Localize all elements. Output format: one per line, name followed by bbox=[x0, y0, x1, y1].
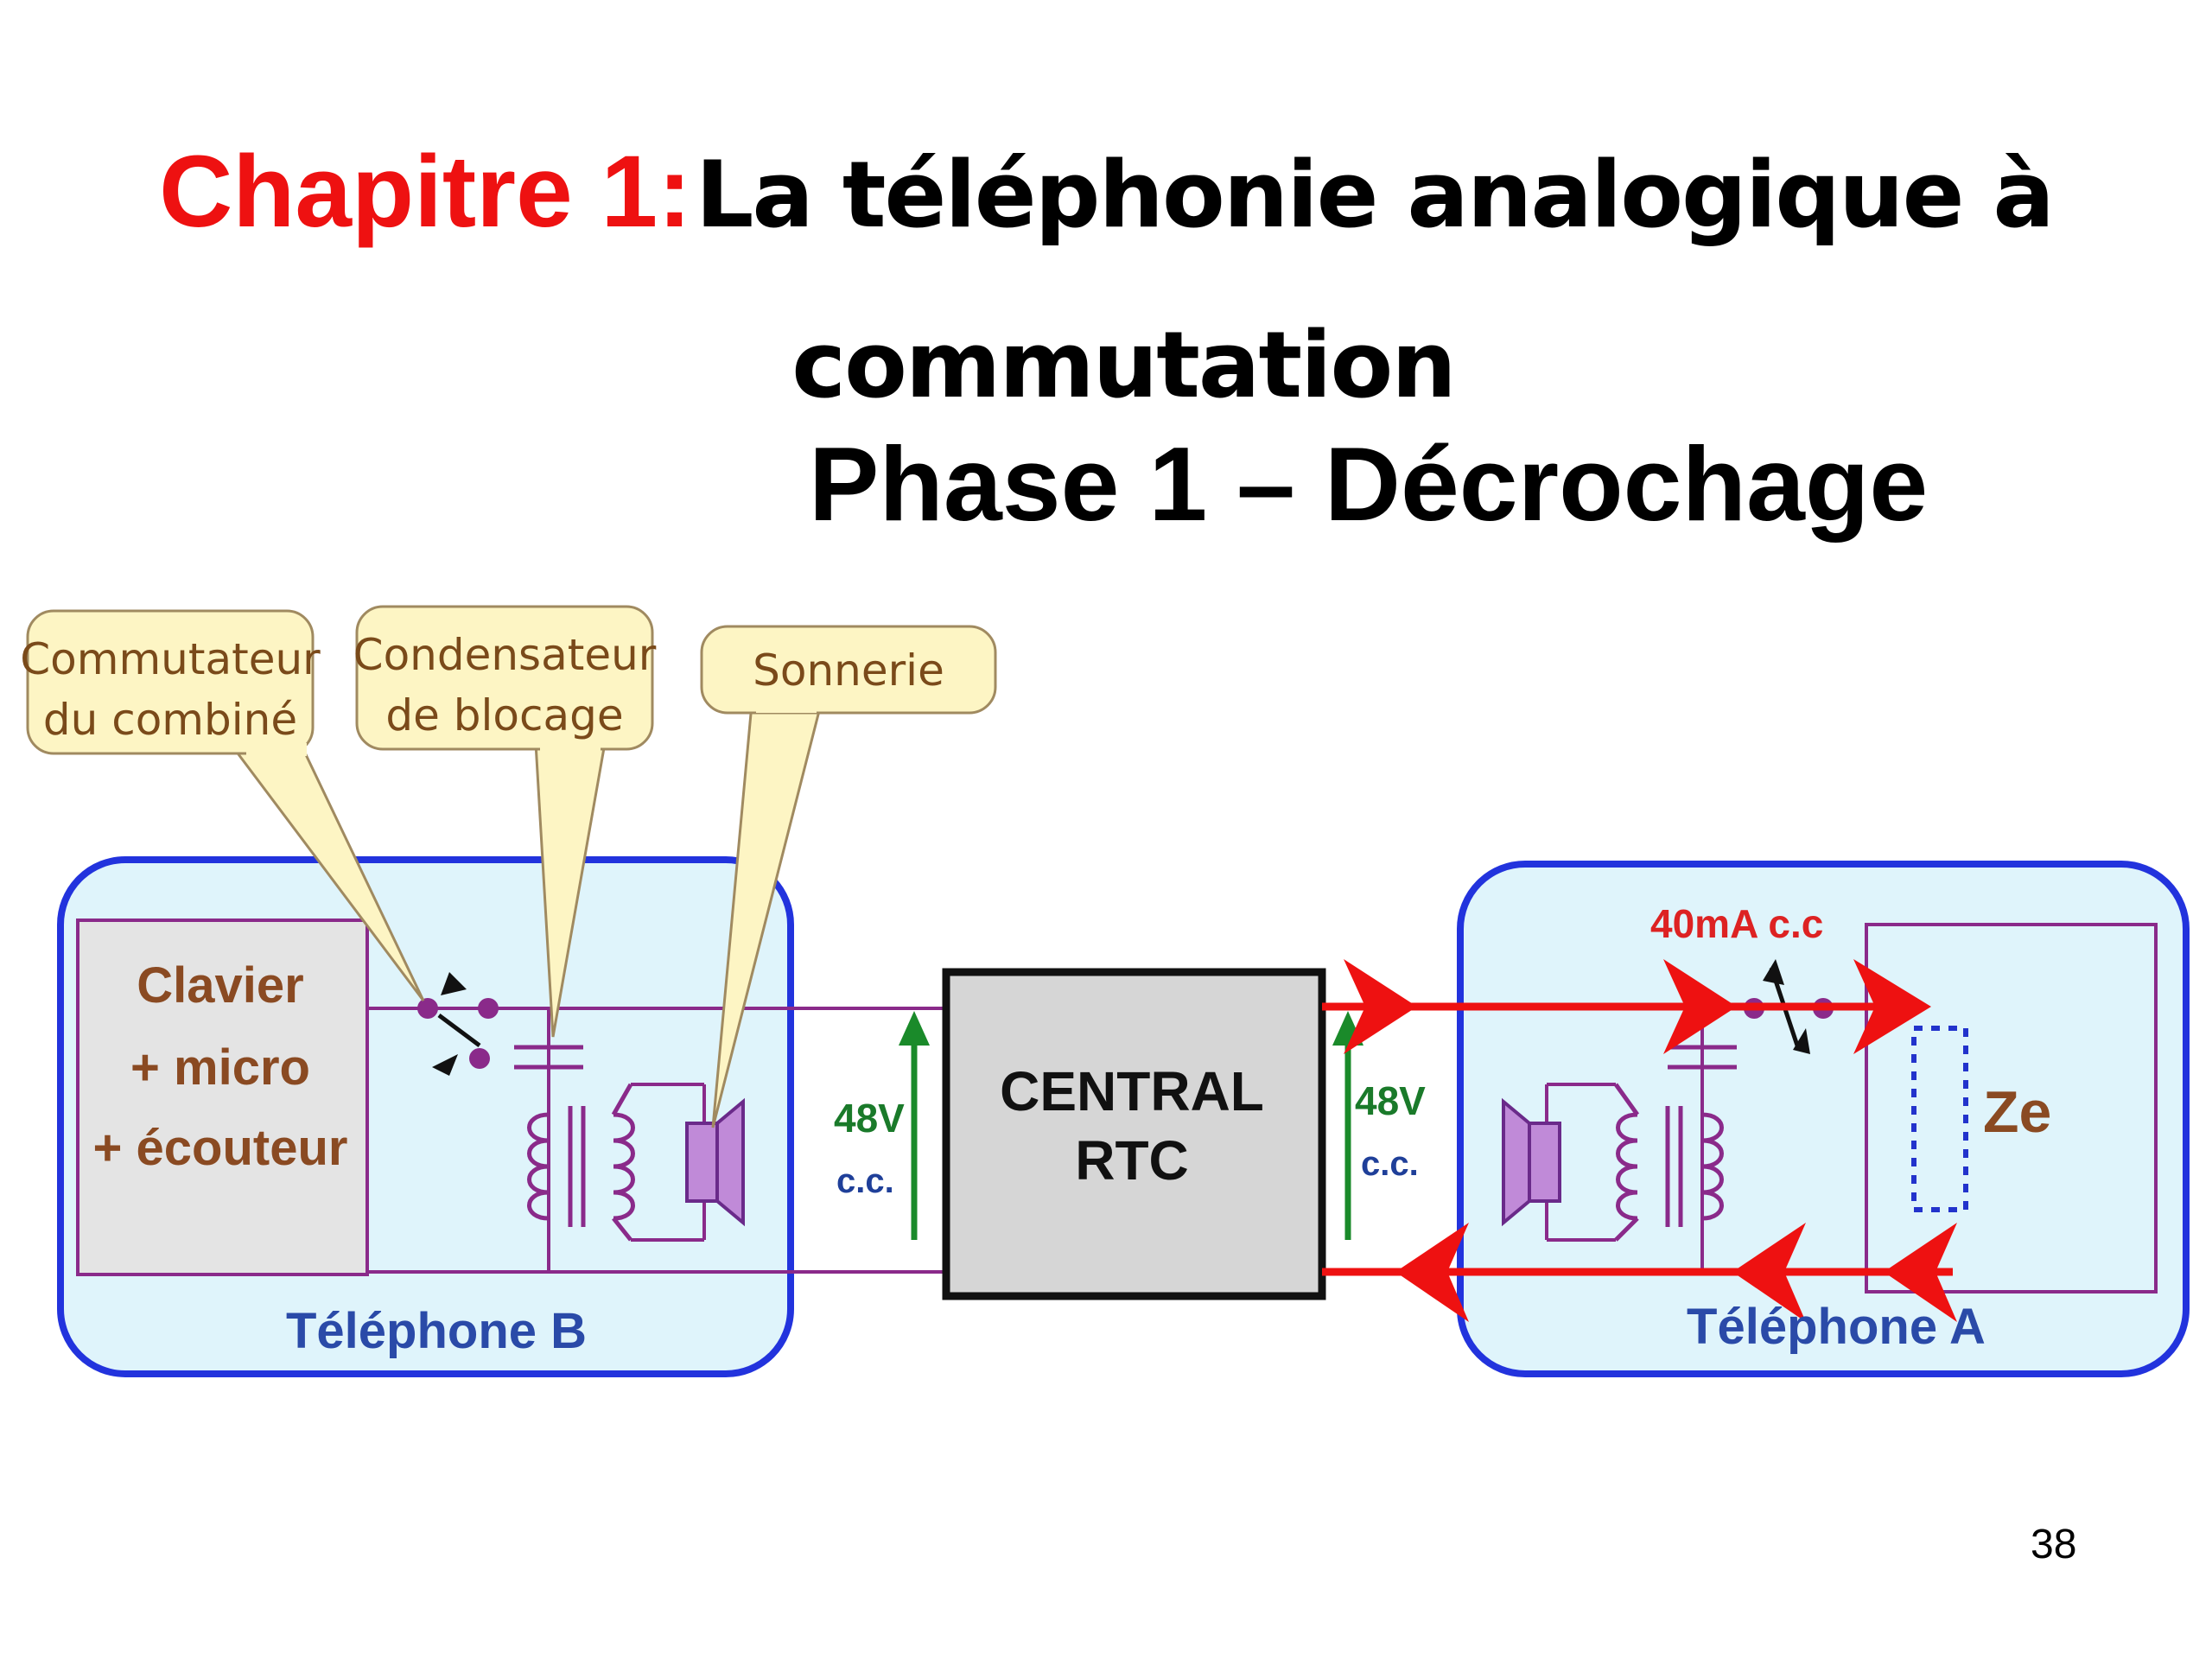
impedance-element bbox=[1911, 1026, 1968, 1212]
keypad-label-line3: + écouteur bbox=[93, 1120, 348, 1176]
page-number: 38 bbox=[2031, 1522, 2077, 1567]
voltage-left-unit: c.c. bbox=[836, 1162, 894, 1200]
voltage-left-value: 48V bbox=[834, 1096, 905, 1141]
hook-switch-icon bbox=[417, 972, 499, 1076]
transformer-icon bbox=[527, 1083, 635, 1242]
voltage-right-unit: c.c. bbox=[1361, 1145, 1419, 1183]
keypad-box bbox=[76, 918, 369, 1276]
callout-switch-line1: Commutateur bbox=[20, 634, 321, 684]
central-label-line2: RTC bbox=[1075, 1129, 1189, 1192]
title-text: La téléphonie analogique à bbox=[695, 142, 2055, 248]
keypad-label-line1: Clavier bbox=[137, 957, 303, 1014]
transformer-icon bbox=[1613, 1083, 1724, 1242]
current-arrow-icon bbox=[1344, 959, 1957, 1322]
circuit-diagram: Clavier + micro + écouteur Ze bbox=[20, 605, 2190, 1377]
callout-switch bbox=[26, 609, 425, 1001]
capacitor-icon bbox=[1668, 1045, 1737, 1070]
phone-b-label: Téléphone B bbox=[286, 1303, 587, 1359]
phone-a-label: Téléphone A bbox=[1687, 1299, 1986, 1355]
callout-switch-line2: du combiné bbox=[43, 695, 297, 745]
capacitor-icon bbox=[514, 1045, 583, 1070]
callout-ringer bbox=[700, 625, 997, 1128]
voltage-arrow-left bbox=[899, 1011, 930, 1240]
title-text-line2: commutation bbox=[791, 312, 1457, 418]
slide-subtitle: Phase 1 – Décrochage bbox=[809, 425, 1929, 543]
speaker-icon bbox=[1502, 1097, 1561, 1227]
keypad-label-line2: + micro bbox=[130, 1039, 310, 1096]
central-label-line1: CENTRAL bbox=[1000, 1060, 1264, 1122]
current-label: 40mA c.c bbox=[1650, 901, 1823, 946]
voltage-right-value: 48V bbox=[1355, 1078, 1426, 1123]
impedance-label: Ze bbox=[1983, 1079, 2051, 1145]
slide-title: Chapitre 1: La téléphonie analogique à c… bbox=[0, 121, 2212, 436]
callout-capacitor-line1: Condensateur bbox=[353, 630, 657, 680]
callout-capacitor bbox=[355, 605, 654, 1038]
central-box bbox=[942, 968, 1326, 1300]
speaker-icon bbox=[685, 1097, 745, 1227]
title-chapter: Chapitre 1: bbox=[159, 135, 692, 249]
callout-ringer-label: Sonnerie bbox=[753, 645, 944, 696]
callout-capacitor-line2: de blocage bbox=[385, 690, 623, 741]
